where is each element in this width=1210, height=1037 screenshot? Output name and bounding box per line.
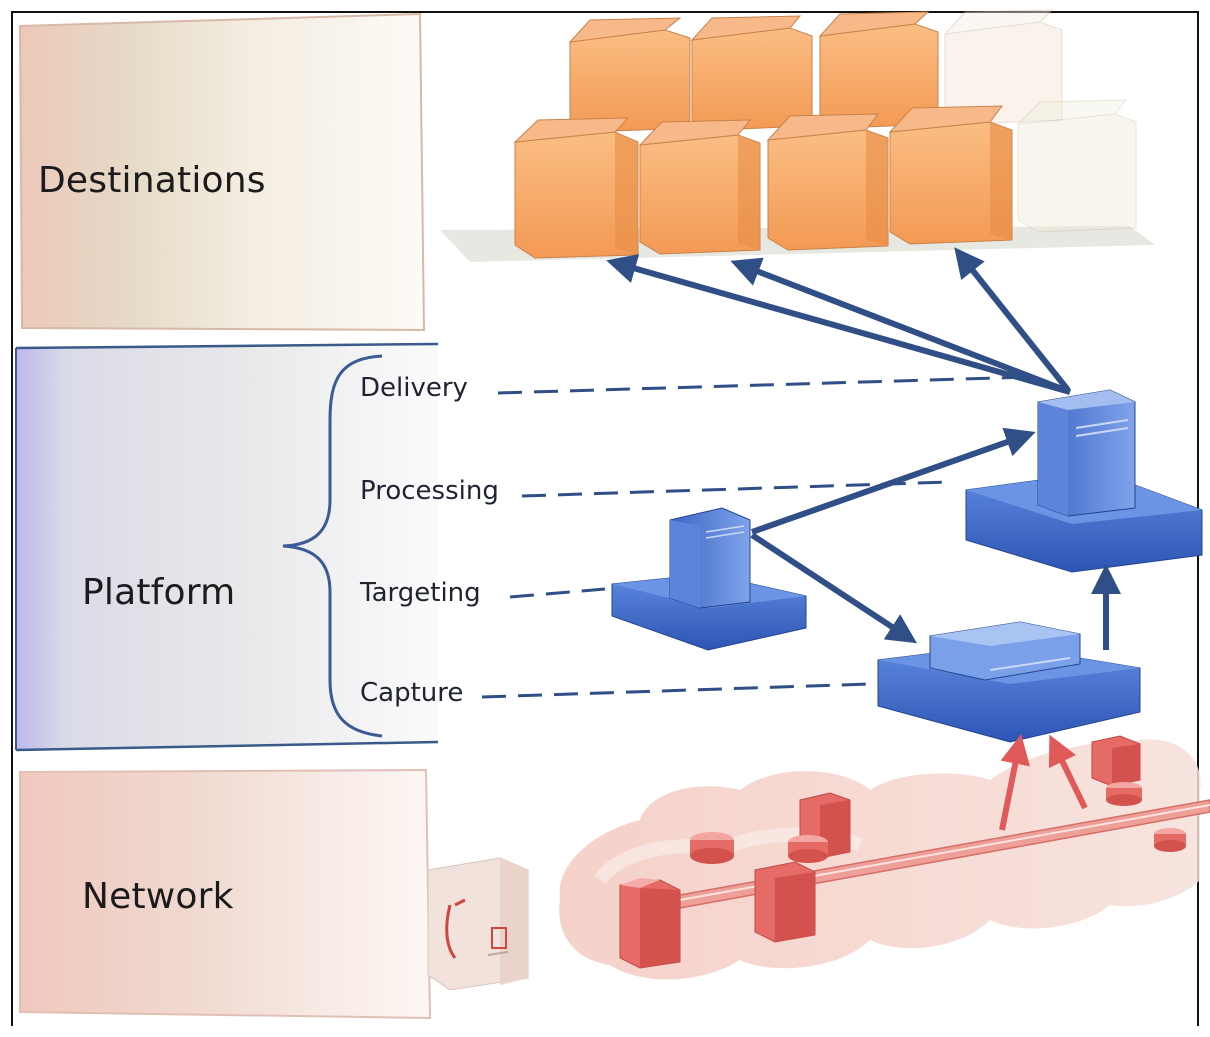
destinations-label: Destinations — [38, 160, 266, 201]
network-to-capture-arrow — [999, 734, 1031, 831]
destination-box — [690, 15, 813, 131]
delivery-arrow — [606, 254, 1071, 395]
network-label: Network — [82, 876, 234, 917]
destination-box — [568, 17, 691, 133]
destination-box-faded — [943, 9, 1063, 125]
destination-box — [766, 113, 889, 251]
processing-delivery-node — [965, 389, 1203, 573]
platform-brace — [282, 354, 383, 738]
processing-label: Processing — [360, 476, 499, 506]
network-server — [1091, 735, 1141, 787]
delivery-leader — [497, 375, 1031, 395]
targeting-label: Targeting — [360, 578, 481, 608]
phone-device — [427, 857, 529, 991]
network-server — [754, 861, 816, 943]
network-disk — [1154, 828, 1186, 852]
targeting-node — [611, 507, 807, 651]
targeting-to-processing-arrow — [751, 427, 1036, 535]
capture-label: Capture — [360, 678, 464, 708]
destinations-panel — [18, 12, 426, 332]
network-server — [619, 878, 681, 969]
delivery-arrow — [954, 247, 1071, 392]
delivery-label: Delivery — [360, 373, 468, 403]
platform-label: Platform — [82, 572, 236, 613]
delivery-arrow — [730, 257, 1072, 395]
destination-box — [818, 11, 939, 129]
destination-box — [888, 105, 1013, 245]
network-disk — [1106, 782, 1142, 806]
network-panel — [19, 768, 432, 1020]
platform-panel — [15, 342, 439, 752]
destination-box — [638, 119, 761, 255]
destination-box — [513, 117, 639, 259]
capture-node — [877, 621, 1141, 743]
capture-leader — [481, 682, 871, 699]
network-disk — [690, 832, 734, 864]
network-to-capture-arrow — [1048, 734, 1088, 810]
network-disk — [788, 835, 828, 863]
targeting-leader — [509, 587, 606, 599]
targeting-to-capture-arrow — [750, 532, 918, 644]
destination-box-faded — [1016, 99, 1137, 233]
